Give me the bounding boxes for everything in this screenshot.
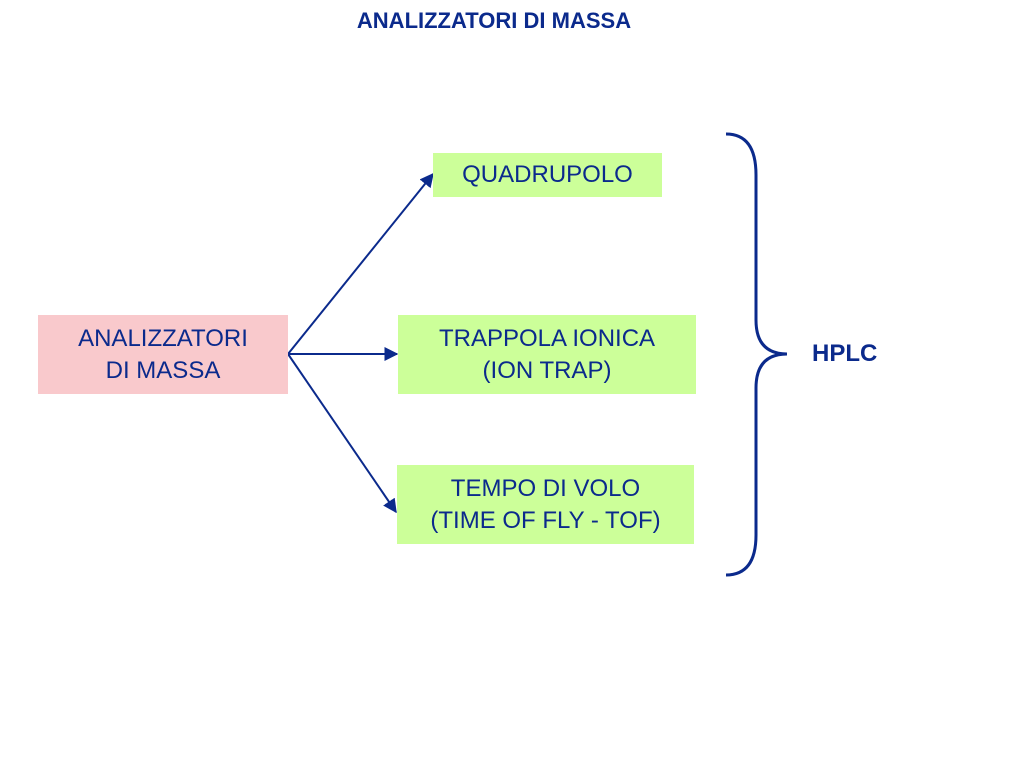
target-node-trappola-ionica: TRAPPOLA IONICA (ION TRAP) xyxy=(398,315,696,394)
target-node-3-line-1: TEMPO DI VOLO xyxy=(450,474,641,502)
target-node-2-line-1: TRAPPOLA IONICA xyxy=(438,324,656,352)
target-node-3-line-2: (TIME OF FLY - TOF) xyxy=(430,506,661,534)
target-node-quadrupolo: QUADRUPOLO xyxy=(433,153,662,197)
curly-brace xyxy=(725,132,788,577)
bracket-label-hplc: HPLC xyxy=(812,340,878,367)
arrow-to-quadrupolo xyxy=(287,172,434,355)
target-node-tempo-di-volo: TEMPO DI VOLO (TIME OF FLY - TOF) xyxy=(397,465,694,544)
source-node-analizzatori: ANALIZZATORI DI MASSA xyxy=(38,315,288,394)
source-node-line-1: ANALIZZATORI xyxy=(78,324,248,352)
source-node-line-2: DI MASSA xyxy=(105,356,221,384)
target-node-2-line-2: (ION TRAP) xyxy=(482,356,612,384)
arrow-to-tempo-di-volo xyxy=(287,353,397,514)
target-node-1-line-1: QUADRUPOLO xyxy=(462,161,633,188)
page-title: ANALIZZATORI DI MASSA xyxy=(356,8,632,33)
